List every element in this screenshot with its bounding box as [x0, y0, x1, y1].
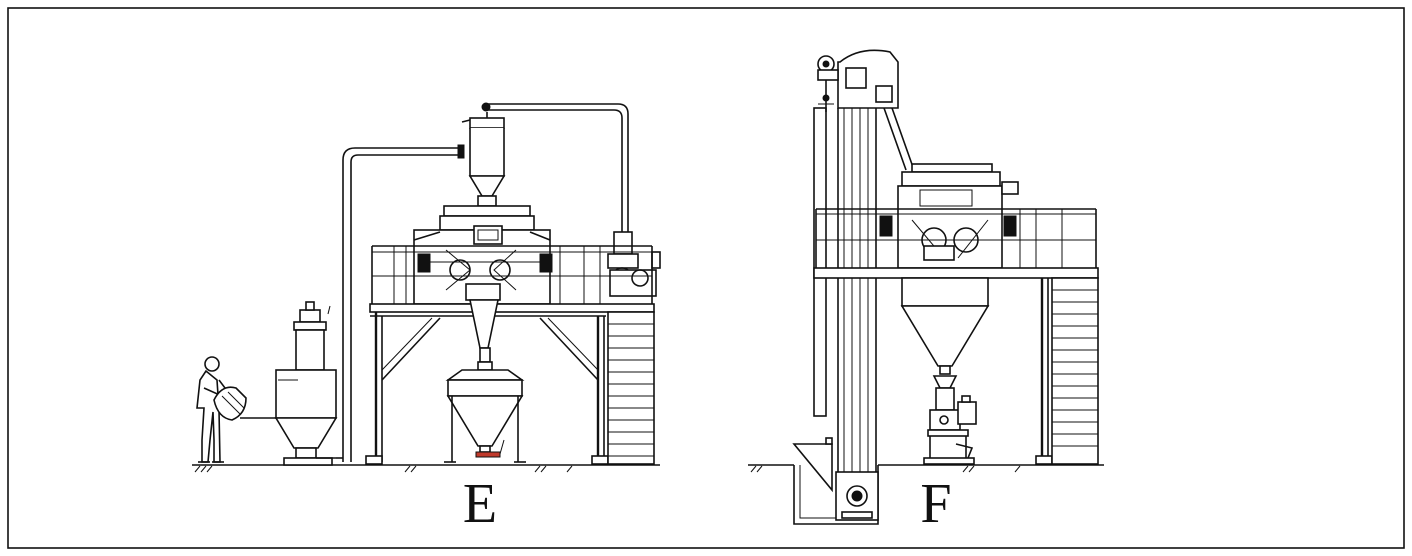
platform-railing-f	[815, 208, 1097, 268]
elevator-head	[817, 49, 899, 112]
conveying-pipe-right	[481, 102, 629, 232]
platform-railing-e	[371, 245, 653, 304]
system-f: F	[748, 49, 1104, 535]
mixer-unit	[413, 205, 553, 305]
system-e: E	[192, 102, 661, 535]
platform-structure-e	[365, 303, 655, 465]
discharge-funnel	[469, 299, 499, 363]
inclined-chute	[883, 107, 915, 171]
feeding-station	[274, 301, 338, 466]
powder-bag	[213, 386, 247, 421]
system-label-f: F	[920, 473, 951, 535]
conveying-pipe-left	[316, 144, 465, 462]
cyclone-receiver	[461, 112, 506, 207]
diagram-border	[7, 7, 1405, 549]
staircase-f	[1051, 277, 1099, 465]
storage-hopper	[900, 277, 990, 375]
receiving-hopper	[444, 361, 526, 463]
staircase-e	[607, 311, 655, 465]
mixer-unit-f	[879, 163, 1019, 269]
dust-collector	[607, 231, 661, 297]
ground-line-f	[748, 464, 1104, 473]
ground-line-e	[192, 464, 660, 473]
bucket-elevator	[813, 107, 879, 521]
packing-machine	[923, 375, 977, 465]
discharge-valve-icon	[475, 451, 501, 458]
system-label-e: E	[463, 473, 497, 535]
